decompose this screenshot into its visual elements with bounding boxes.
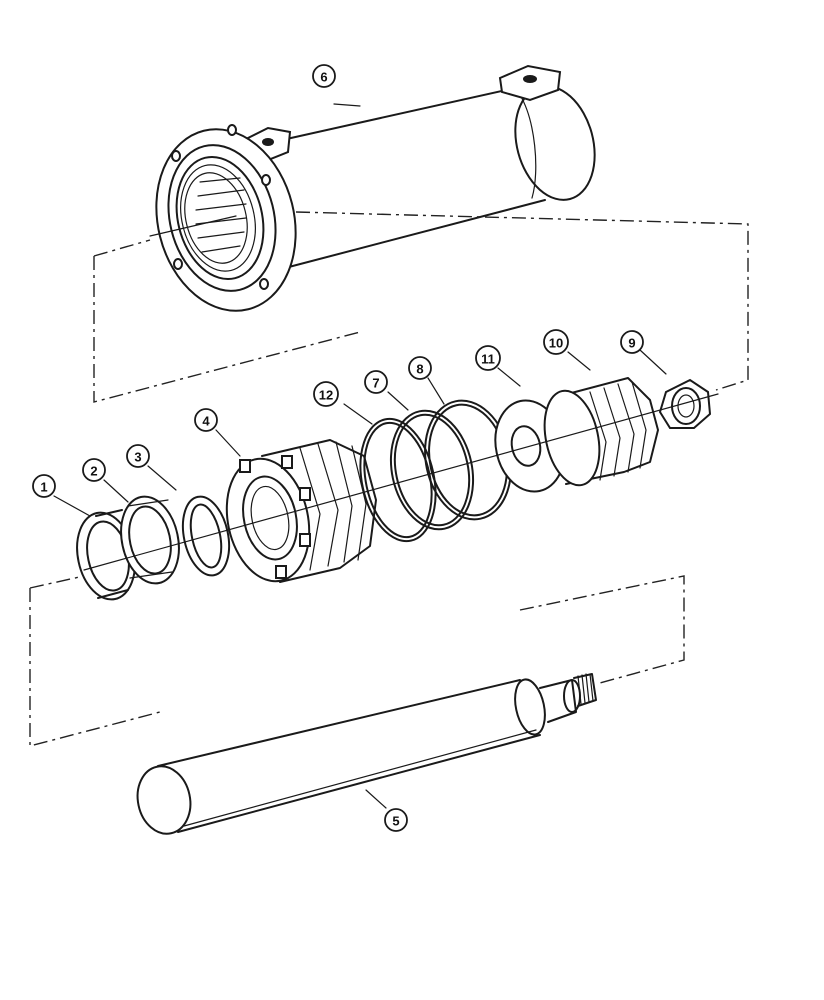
piston-rod: [136, 673, 597, 835]
callout-2: 2: [82, 458, 106, 482]
callout-9: 9: [620, 330, 644, 354]
callout-9-label: 9: [628, 336, 635, 351]
callout-7: 7: [364, 370, 388, 394]
callout-11: 11: [475, 345, 501, 371]
callout-11-label: 11: [481, 352, 495, 367]
callout-12-label: 12: [319, 388, 333, 403]
callout-1-label: 1: [40, 480, 47, 495]
rod-seal: [120, 495, 180, 585]
o-ring-7: [389, 409, 475, 531]
callout-2-label: 2: [90, 464, 97, 479]
callout-8: 8: [408, 356, 432, 380]
callout-3: 3: [126, 444, 150, 468]
callout-5: 5: [384, 808, 408, 832]
callout-6-label: 6: [320, 70, 327, 85]
callout-7-label: 7: [372, 376, 379, 391]
callout-6: 6: [312, 64, 336, 88]
cylinder-gland: [225, 439, 377, 583]
callout-3-label: 3: [134, 450, 141, 465]
callout-10: 10: [543, 329, 569, 355]
lock-nut: [658, 378, 712, 429]
callout-1: 1: [32, 474, 56, 498]
leader-lines: [53, 103, 667, 809]
callout-5-label: 5: [392, 814, 399, 829]
callout-4: 4: [194, 408, 218, 432]
callout-8-label: 8: [416, 362, 423, 377]
cylinder-barrel: [155, 64, 596, 312]
piston: [543, 377, 659, 487]
callout-4-label: 4: [202, 414, 210, 429]
callout-12: 12: [313, 381, 339, 407]
callout-10-label: 10: [549, 336, 563, 351]
